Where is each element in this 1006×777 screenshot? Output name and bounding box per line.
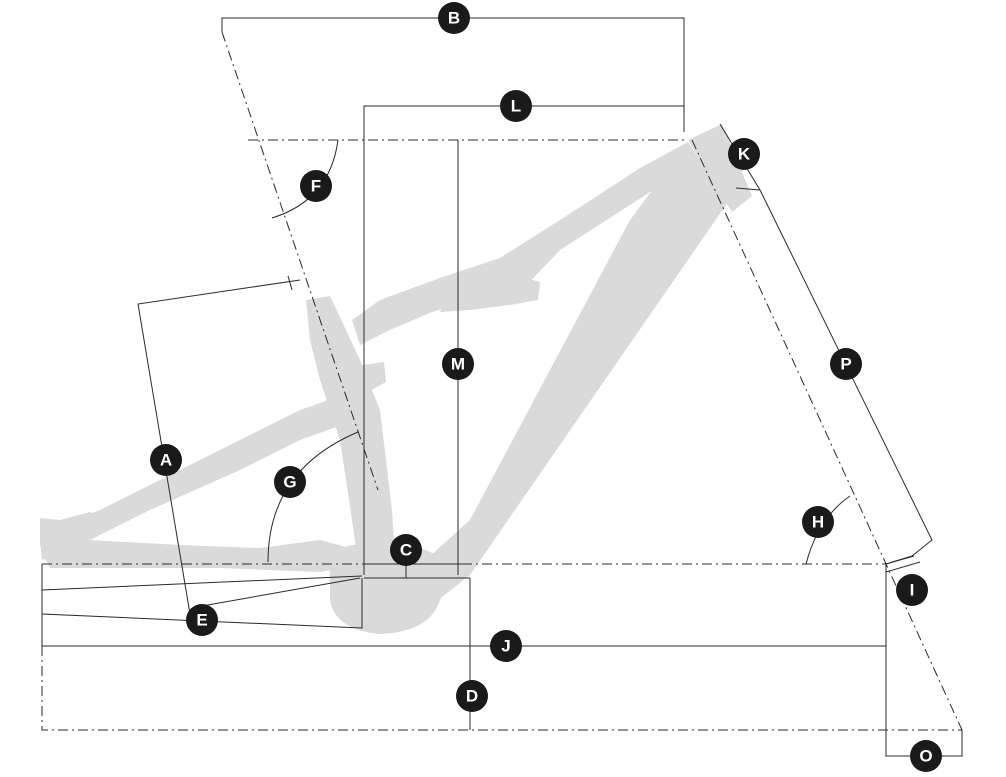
- badge-D: D: [456, 680, 488, 712]
- badge-O-text: O: [919, 747, 932, 766]
- badge-O: O: [910, 740, 942, 772]
- badge-C-text: C: [400, 541, 412, 560]
- dim-D-line: [41, 646, 962, 731]
- badge-E: E: [186, 604, 218, 636]
- badge-I-text: I: [910, 581, 915, 600]
- label-badges: B L K F M P A G: [150, 2, 942, 772]
- badge-P: P: [830, 348, 862, 380]
- badge-I: I: [896, 574, 928, 606]
- rear-dropout: [40, 512, 104, 548]
- dim-B-line: [221, 17, 685, 132]
- badge-H-text: H: [812, 513, 824, 532]
- badge-G: G: [274, 466, 306, 498]
- badge-F: F: [300, 170, 332, 202]
- badge-A-text: A: [160, 451, 172, 470]
- dim-I-line: [885, 555, 915, 565]
- dim-A-line: [137, 279, 301, 615]
- chain-stay: [42, 540, 360, 572]
- badge-K: K: [728, 138, 760, 170]
- head-tube: [688, 124, 752, 212]
- badge-J-text: J: [501, 637, 510, 656]
- badge-L: L: [500, 90, 532, 122]
- chainstay-line: [41, 575, 363, 591]
- dim-E-inner: [201, 577, 361, 607]
- badge-B-text: B: [448, 9, 460, 28]
- seat-tube-axis: [221, 31, 379, 491]
- badge-C: C: [390, 534, 422, 566]
- head-tube-axis: [691, 139, 963, 731]
- badge-A: A: [150, 444, 182, 476]
- badge-B: B: [438, 2, 470, 34]
- down-tube: [345, 142, 728, 608]
- rocker-link: [440, 272, 540, 312]
- badge-E-text: E: [196, 611, 207, 630]
- badge-F-text: F: [311, 177, 321, 196]
- badge-D-text: D: [466, 687, 478, 706]
- badge-K-text: K: [738, 145, 751, 164]
- dim-A-tick: [287, 275, 293, 291]
- seat-collar: [350, 362, 386, 392]
- badge-M-text: M: [451, 355, 465, 374]
- dim-I-line2: [885, 561, 921, 573]
- seat-stay: [40, 396, 360, 560]
- badge-H: H: [802, 506, 834, 538]
- badge-M: M: [442, 348, 474, 380]
- badge-G-text: G: [283, 473, 296, 492]
- top-tube: [352, 142, 700, 345]
- dim-L-line: [363, 105, 684, 575]
- dim-P-line: [735, 187, 933, 565]
- badge-L-text: L: [511, 97, 521, 116]
- bottom-bracket: [329, 544, 447, 634]
- badge-J: J: [490, 630, 522, 662]
- bike-frame-silhouette: [40, 124, 752, 634]
- badge-P-text: P: [840, 355, 851, 374]
